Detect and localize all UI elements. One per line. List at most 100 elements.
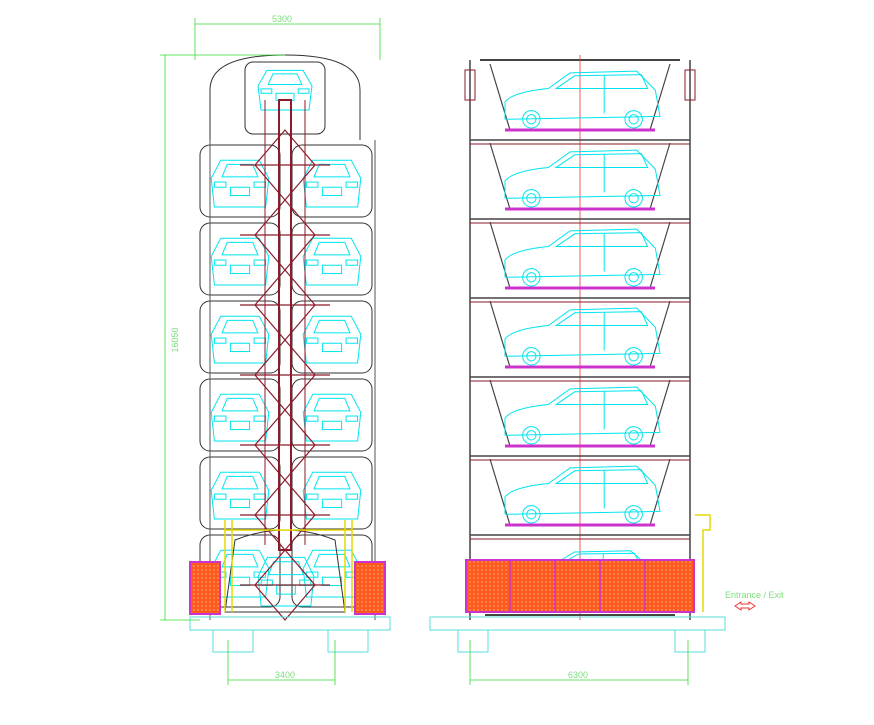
car-windshield xyxy=(313,475,351,490)
guide-rails xyxy=(224,520,353,612)
car-side-icon xyxy=(504,70,661,129)
foundation xyxy=(189,616,391,631)
car-headlight xyxy=(345,259,359,266)
car-pod xyxy=(199,222,281,296)
side-base-dimension-label: 6300 xyxy=(568,670,588,680)
car-body xyxy=(504,228,661,278)
car-body xyxy=(210,393,270,442)
car-front-icon xyxy=(302,315,362,364)
entrance-exit-label: Entrance / Exit xyxy=(725,590,784,600)
dimension-lines xyxy=(160,18,689,685)
car-hub xyxy=(628,509,639,520)
car-windshield xyxy=(313,163,351,178)
car-hub xyxy=(628,351,639,362)
car-grille xyxy=(229,342,251,353)
car-wheel xyxy=(522,268,541,287)
car-headlight xyxy=(213,415,227,422)
car-body xyxy=(210,159,270,208)
car-hub xyxy=(628,430,639,441)
car-body xyxy=(302,315,362,364)
car-headlight xyxy=(253,259,267,266)
car-wheel xyxy=(522,426,541,445)
side-view xyxy=(429,55,756,653)
width-dimension-label: 5300 xyxy=(272,14,292,24)
car-headlight xyxy=(305,415,319,422)
car-pod xyxy=(291,144,373,218)
car-grille xyxy=(229,264,251,275)
car-headlight xyxy=(253,493,267,500)
car-windows xyxy=(554,153,649,169)
top-pod xyxy=(244,61,326,135)
car-pod xyxy=(291,378,373,452)
safety-fence-right xyxy=(354,561,386,615)
car-body xyxy=(302,237,362,286)
footing xyxy=(327,629,369,653)
front-view xyxy=(189,54,391,653)
car-headlight xyxy=(305,337,319,344)
car-front-icon xyxy=(257,69,313,111)
car-hub xyxy=(628,114,639,125)
car-windshield xyxy=(313,319,351,334)
car-headlight xyxy=(253,415,267,422)
car-wheel xyxy=(522,189,541,208)
car-headlight xyxy=(345,337,359,344)
car-body xyxy=(504,386,661,436)
mast-brace xyxy=(254,549,316,621)
central-mast xyxy=(278,99,292,551)
car-wheel xyxy=(624,347,643,366)
car-front-icon xyxy=(210,237,270,286)
car-grille xyxy=(321,576,343,587)
car-body xyxy=(504,70,661,120)
car-grille xyxy=(321,342,343,353)
car-headlight xyxy=(213,337,227,344)
car-grille xyxy=(276,584,296,595)
car-hub xyxy=(628,193,639,204)
car-windshield xyxy=(221,397,259,412)
car-grille xyxy=(321,498,343,509)
car-windows xyxy=(554,74,649,90)
height-dimension-label: 16050 xyxy=(170,327,180,352)
car-grille xyxy=(321,186,343,197)
car-side-icon xyxy=(504,386,661,445)
top-capsule xyxy=(209,54,361,140)
safety-fence-left xyxy=(189,561,221,615)
car-windshield xyxy=(313,397,351,412)
car-wheel xyxy=(624,189,643,208)
foundation xyxy=(429,616,726,631)
car-headlight xyxy=(213,181,227,188)
car-front-icon xyxy=(302,159,362,208)
car-headlight xyxy=(253,337,267,344)
car-windows xyxy=(554,469,649,485)
car-hub xyxy=(526,272,537,283)
car-grille xyxy=(321,264,343,275)
car-wheel xyxy=(624,426,643,445)
car-pod xyxy=(199,300,281,374)
safety-fence xyxy=(465,559,695,613)
car-body xyxy=(302,393,362,442)
control-box xyxy=(695,514,711,612)
entrance-arrow-icon xyxy=(734,601,756,611)
car-side-icon xyxy=(504,228,661,287)
car-windshield xyxy=(221,241,259,256)
car-wheel xyxy=(624,268,643,287)
car-hub xyxy=(526,193,537,204)
car-headlight xyxy=(213,493,227,500)
car-pod xyxy=(291,222,373,296)
car-grille xyxy=(229,420,251,431)
car-wheel xyxy=(522,505,541,524)
car-headlight xyxy=(345,493,359,500)
car-body xyxy=(504,149,661,199)
footing xyxy=(212,629,254,653)
car-front-icon xyxy=(302,471,362,520)
footing xyxy=(674,629,706,653)
car-wheel xyxy=(624,505,643,524)
car-front-icon xyxy=(302,393,362,442)
car-front-icon xyxy=(302,237,362,286)
car-front-icon xyxy=(210,393,270,442)
car-side-icon xyxy=(504,149,661,208)
car-body xyxy=(257,69,313,111)
car-windshield xyxy=(221,553,259,568)
car-body xyxy=(210,315,270,364)
car-windshield xyxy=(221,319,259,334)
car-front-icon xyxy=(210,159,270,208)
